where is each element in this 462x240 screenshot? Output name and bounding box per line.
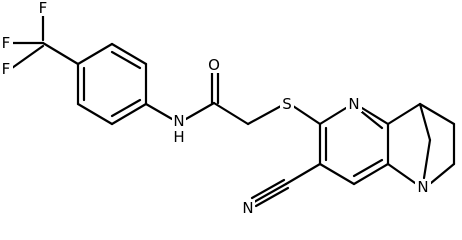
bond-py-d2 — [360, 110, 384, 130]
atom-n-bridgehead: N — [415, 178, 431, 196]
atom-o1: O — [206, 56, 222, 74]
bond-n-to-c — [184, 101, 216, 121]
svg-text:N: N — [348, 95, 359, 113]
bond-ph-d2 — [110, 98, 142, 118]
svg-text:F: F — [39, 0, 48, 17]
bond-cage-7 — [386, 162, 417, 185]
bond-cn-4 — [254, 186, 290, 208]
svg-text:N: N — [417, 178, 428, 196]
bond-py-2 — [360, 106, 390, 126]
bond-cage-2 — [418, 102, 456, 126]
bond-py-5 — [318, 162, 356, 186]
bond-py-d3 — [352, 158, 384, 178]
svg-text:O: O — [208, 56, 220, 74]
bond-ph-5 — [76, 102, 114, 126]
atom-s1: S — [280, 95, 294, 113]
bond-cf3-f3 — [10, 44, 45, 70]
bond-py-1 — [318, 106, 348, 126]
atom-n-amide: N — [172, 112, 186, 130]
svg-text:N: N — [173, 112, 184, 130]
bond-cage-4 — [429, 162, 456, 185]
atom-f3: F — [0, 60, 13, 78]
bond-cn-2 — [252, 182, 288, 204]
bond-cn-1 — [284, 162, 322, 186]
atom-label-layer: F F F O N H S N N N — [0, 0, 431, 217]
bond-ph-d1 — [110, 50, 142, 70]
svg-text:S: S — [282, 95, 292, 113]
svg-text:H: H — [173, 128, 184, 146]
bond-cn-3 — [250, 178, 286, 200]
svg-text:F: F — [2, 60, 11, 78]
svg-text:N: N — [242, 199, 253, 217]
bond-cage-5 — [418, 102, 432, 142]
bond-ch2-to-s — [246, 104, 283, 126]
atom-h-amide: H — [172, 128, 186, 146]
bond-cage-1 — [386, 102, 422, 126]
bond-py-4 — [352, 162, 390, 186]
molecule-structure: F F F O N H S N N N — [0, 0, 456, 217]
atom-f1: F — [36, 0, 50, 17]
svg-text:F: F — [2, 34, 11, 52]
bond-ph-2 — [110, 42, 148, 66]
bond-ph-1 — [76, 42, 114, 66]
bond-ph-4 — [110, 102, 148, 126]
atom-n-pyridine: N — [346, 95, 362, 113]
atom-n-nitrile: N — [241, 199, 255, 217]
atom-f2: F — [0, 34, 13, 52]
bond-layer — [10, 12, 456, 208]
bond-s-to-ring — [291, 104, 322, 126]
bond-cage-6 — [422, 138, 432, 180]
bond-c-to-ch2 — [212, 101, 250, 126]
bond-ph-to-n — [144, 102, 174, 121]
bond-cf3-to-ring — [41, 41, 80, 66]
